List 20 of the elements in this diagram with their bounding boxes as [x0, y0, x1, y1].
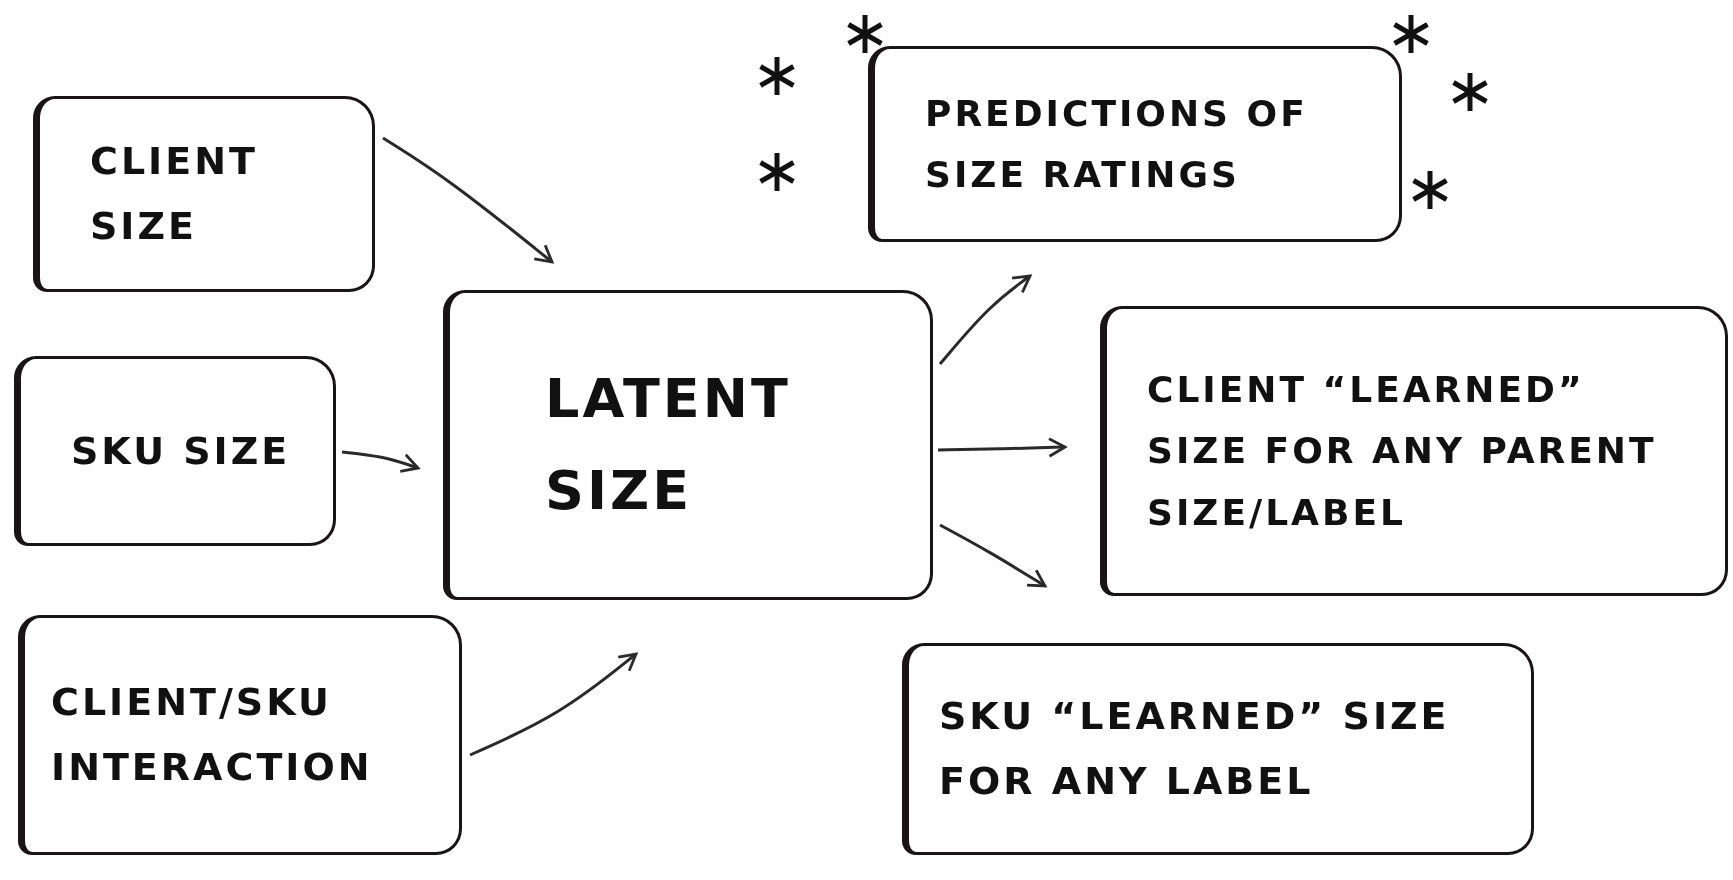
arrow — [938, 274, 1032, 365]
text-box — [33, 96, 375, 292]
box-text: LATENT SIZE — [545, 366, 792, 524]
arrow — [341, 450, 420, 473]
text-box — [1100, 306, 1728, 596]
text-box — [18, 615, 462, 855]
arrow — [939, 523, 1047, 588]
box-text: SKU SIZE — [71, 427, 291, 475]
arrow — [382, 136, 554, 264]
box-text: PREDICTIONS OF SIZE RATINGS — [925, 91, 1309, 197]
box-text: CLIENT SIZE — [90, 138, 259, 250]
text-box — [902, 643, 1534, 855]
text-box — [14, 356, 336, 546]
box-text: CLIENT “LEARNED” SIZE FOR ANY PARENT SIZE/LABEL — [1147, 368, 1658, 535]
text-box — [868, 46, 1402, 242]
arrow — [937, 437, 1067, 458]
box-text: CLIENT/SKU INTERACTION — [51, 679, 374, 791]
box-text: SKU “LEARNED” SIZE FOR ANY LABEL — [939, 693, 1451, 805]
arrow — [469, 652, 638, 757]
central-box — [443, 290, 933, 600]
